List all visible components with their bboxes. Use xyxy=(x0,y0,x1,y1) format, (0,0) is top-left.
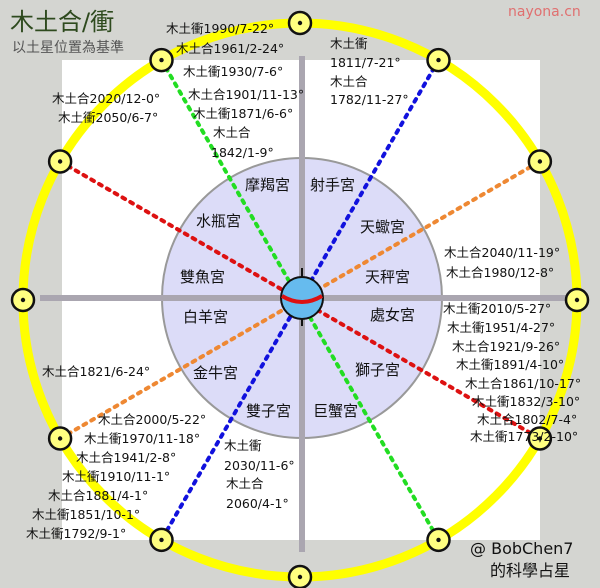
event-label: 木土合1802/7-4° xyxy=(477,412,577,427)
event-label: 木土合1881/4-1° xyxy=(48,488,148,503)
event-label: 木土衝1871/6-6° xyxy=(193,106,293,121)
earth-icon xyxy=(280,276,324,320)
event-label: 木土合1961/2-24° xyxy=(176,41,284,56)
credit-handle: @ BobChen7 xyxy=(470,539,573,558)
page-title: 木土合/衝 xyxy=(10,8,114,36)
saturn-marker xyxy=(564,287,590,313)
saturn-marker xyxy=(149,47,174,73)
zodiac-sign: 巨蟹宮 xyxy=(313,402,358,420)
saturn-marker xyxy=(149,527,174,553)
event-label: 木土合 xyxy=(213,125,251,140)
zodiac-sign: 雙子宮 xyxy=(246,402,291,420)
zodiac-sign: 摩羯宮 xyxy=(245,176,290,194)
credit-name: 的科學占星 xyxy=(490,561,570,580)
zodiac-sign: 處女宮 xyxy=(370,306,415,324)
event-label: 木土衝1990/7-22° xyxy=(166,21,274,36)
event-label: 木土衝1930/7-6° xyxy=(183,64,283,79)
earth xyxy=(280,268,324,326)
event-label: 2060/4-1° xyxy=(226,496,289,511)
saturn-marker xyxy=(527,426,553,451)
event-label: 木土衝1891/4-10° xyxy=(456,357,564,372)
event-label: 木土合2020/12-0° xyxy=(52,91,160,106)
zodiac-sign: 金牛宮 xyxy=(193,364,238,382)
saturn-marker xyxy=(527,149,553,174)
event-label: 木土衝1851/10-1° xyxy=(32,507,140,522)
event-label: 1782/11-27° xyxy=(330,92,409,107)
saturn-marker xyxy=(426,47,451,73)
event-label: 木土合1941/2-8° xyxy=(76,450,176,465)
event-label: 1842/1-9° xyxy=(211,145,274,160)
event-label: 木土合1821/6-24° xyxy=(42,364,150,379)
event-label: 木土衝1773/2-10° xyxy=(470,429,578,444)
zodiac-sign: 天秤宮 xyxy=(365,268,410,286)
event-label: 木土合1921/9-26° xyxy=(452,339,560,354)
zodiac-sign: 天蠍宮 xyxy=(360,218,405,236)
event-label: 木土衝2050/6-7° xyxy=(58,110,158,125)
saturn-marker xyxy=(426,527,451,553)
saturn-marker xyxy=(10,287,36,313)
event-label: 木土衝1970/11-18° xyxy=(84,431,200,446)
event-label: 木土衝1951/4-27° xyxy=(447,320,555,335)
event-label: 木土合1980/12-8° xyxy=(446,265,554,280)
subtitle: 以土星位置為基準 xyxy=(12,39,124,56)
event-label: 木土合1861/10-17° xyxy=(465,376,581,391)
zodiac-sign: 雙魚宮 xyxy=(180,268,225,286)
event-label: 木土衝 xyxy=(330,36,368,51)
event-label: 木土衝1910/11-1° xyxy=(62,469,170,484)
saturn-marker xyxy=(287,564,313,588)
event-label: 木土合1901/11-13° xyxy=(188,87,304,102)
event-label: 木土合2040/11-19° xyxy=(444,245,560,260)
event-label: 木土衝1832/3-10° xyxy=(472,394,580,409)
event-label: 木土衝 xyxy=(224,438,262,453)
event-label: 木土衝2010/5-27° xyxy=(443,301,551,316)
event-label: 木土合 xyxy=(226,476,264,491)
ecliptic-arc xyxy=(280,294,324,304)
saturn-marker xyxy=(47,426,73,451)
event-label: 2030/11-6° xyxy=(224,458,295,473)
event-label: 木土合2000/5-22° xyxy=(98,412,206,427)
watermark: nayona.cn xyxy=(508,4,581,20)
zodiac-sign: 水瓶宮 xyxy=(196,212,241,230)
saturn-marker xyxy=(287,10,313,36)
event-label: 1811/7-21° xyxy=(330,55,401,70)
zodiac-sign: 獅子宮 xyxy=(355,361,400,379)
zodiac-sign: 白羊宮 xyxy=(183,308,228,326)
event-label: 木土合 xyxy=(330,74,368,89)
event-label: 木土衝1792/9-1° xyxy=(26,526,126,541)
saturn-marker xyxy=(47,149,73,174)
zodiac-sign: 射手宮 xyxy=(310,176,355,194)
